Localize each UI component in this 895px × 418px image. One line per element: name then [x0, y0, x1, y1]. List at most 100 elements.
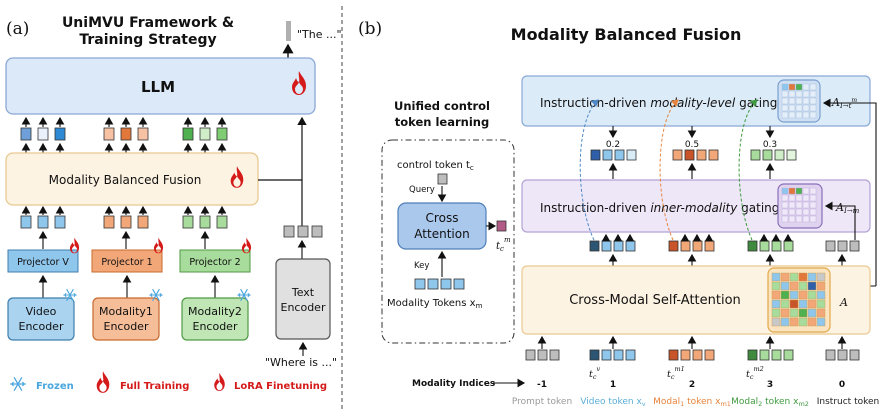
modal2-control-arrow — [738, 99, 758, 241]
index-modal2: 3 — [767, 380, 773, 390]
input-text: "Where is ..." — [265, 356, 337, 369]
svg-text:Modal2 token xm2: Modal2 token xm2 — [731, 397, 809, 408]
text-encoder-line2: Encoder — [281, 301, 326, 314]
gate-modality-em: modality-level — [650, 96, 736, 110]
legend-frozen: Frozen — [36, 381, 74, 392]
fused-tokens — [20, 127, 228, 141]
modal1-token-label2: token x — [684, 397, 721, 407]
tcm-sup: m — [504, 236, 511, 244]
tc-modal2-sub: c — [750, 373, 754, 381]
svg-text:Instruction-driven modality-le: Instruction-driven modality-level gating — [540, 96, 777, 110]
text-encoder-line1: Text — [291, 286, 315, 299]
modality-tokens-sub: m — [476, 302, 483, 310]
index-prompt: -1 — [537, 380, 547, 390]
index-instruct: 0 — [839, 380, 845, 390]
video-token-sub: v — [642, 400, 646, 408]
modal2-token-sub: m2 — [798, 400, 808, 408]
gated-output-tokens — [590, 149, 797, 161]
modal2-token-label2: token x — [762, 397, 799, 407]
control-token — [437, 173, 448, 185]
llm-box — [5, 57, 316, 115]
panel-a-label: (a) — [6, 19, 29, 39]
unified-title-line1: Unified control — [394, 99, 490, 113]
tc-video-sub: c — [593, 373, 597, 381]
framework-title-line1: UniMVU Framework & — [62, 15, 234, 31]
modality1-encoder — [92, 297, 160, 341]
projector-1 — [91, 249, 163, 273]
index-video: 1 — [610, 380, 616, 390]
modality-tokens-label: Modality Tokens x — [387, 298, 476, 309]
modal2-token-label: Modal — [731, 397, 758, 407]
tc-modal2-sup: m2 — [753, 365, 763, 373]
gate-modality-suffix: gating — [735, 96, 777, 110]
text-tokens — [283, 225, 323, 238]
instruct-to-modality-arrow — [822, 98, 877, 286]
key-label: Key — [414, 261, 429, 271]
tc-modal1-sub: c — [671, 373, 675, 381]
svg-text:tcm2: tcm2 — [746, 365, 764, 381]
input-tokens — [525, 349, 860, 361]
attended-tokens — [589, 240, 860, 252]
text-encoder — [275, 258, 331, 340]
projector-2 — [179, 249, 251, 273]
a-inner-base: A — [835, 201, 844, 214]
unified-box — [381, 139, 515, 344]
modality2-encoder-line1: Modality2 — [188, 305, 242, 318]
svg-text:tcv: tcv — [589, 365, 600, 381]
projector-2-label: Projector 2 — [189, 257, 240, 268]
projector-1-label: Projector 1 — [101, 257, 152, 268]
instruct-to-inner-arrow — [824, 201, 856, 240]
panel-a: (a) UniMVU Framework & Training Strategy… — [5, 15, 342, 393]
gate-inner-em: inner-modality — [650, 201, 738, 215]
panel-b: (b) Modality Balanced Fusion Unified con… — [358, 19, 879, 408]
legend-snowflake-icon — [10, 377, 26, 391]
modal1-token-sub1: 1 — [680, 400, 684, 408]
modality-tokens — [414, 278, 465, 290]
modality2-encoder-line2: Encoder — [193, 320, 238, 333]
legend-lora: LoRA Finetuning — [234, 381, 327, 392]
modality-attention-grid — [781, 83, 817, 119]
video-encoder-line1: Video — [26, 305, 57, 318]
tc-modal1-sup: m1 — [674, 365, 684, 373]
cross-attention-line2: Attention — [414, 227, 469, 241]
video-encoder-line2: Encoder — [19, 320, 64, 333]
modality1-encoder-line2: Encoder — [104, 320, 149, 333]
framework-title-line2: Training Strategy — [79, 32, 216, 48]
svg-text:control token tc: control token tc — [397, 160, 474, 172]
modality-control-token — [496, 220, 507, 232]
projected-tokens — [20, 215, 228, 229]
inner-attention-grid — [781, 187, 817, 223]
fusion-label: Modality Balanced Fusion — [49, 173, 202, 187]
a-modality-sup: m — [851, 97, 857, 104]
video-control-arrow — [579, 99, 599, 241]
cross-attention-box — [397, 202, 487, 250]
svg-text:tcm1: tcm1 — [667, 365, 685, 381]
cross-attention-line1: Cross — [426, 211, 459, 225]
weight-modal1: 0.5 — [685, 140, 699, 150]
video-encoder — [7, 297, 75, 341]
modality1-encoder-line1: Modality1 — [99, 305, 153, 318]
modal2-token-sub1: 2 — [758, 400, 762, 408]
a-modality-sub: I→t — [839, 102, 852, 110]
video-token-label: Video token x — [580, 397, 642, 407]
control-token-label: control token t — [397, 160, 470, 171]
tcm-base: t — [496, 241, 501, 252]
weight-video: 0.2 — [606, 140, 620, 150]
self-attention-grid — [771, 272, 826, 327]
panel-b-label: (b) — [358, 19, 382, 39]
gate-inner-prefix: Instruction-driven — [540, 201, 650, 215]
prompt-token-label: Prompt token — [512, 397, 572, 407]
svg-text:Modal1 token xm1: Modal1 token xm1 — [653, 397, 731, 408]
fusion-box — [5, 152, 259, 206]
legend-lora-flame-icon — [214, 373, 225, 391]
modality-indices-label: Modality Indices — [412, 379, 495, 389]
control-token-sub: c — [470, 164, 474, 172]
gate-inner-suffix: gating — [737, 201, 779, 215]
instruct-token-label: Instruct token — [817, 397, 880, 407]
a-label: A — [839, 296, 848, 309]
svg-text:Modality Tokens xm: Modality Tokens xm — [387, 298, 483, 310]
output-text: "The ..." — [297, 28, 342, 41]
query-label: Query — [409, 185, 435, 195]
a-inner-sub: I→m — [843, 207, 860, 215]
